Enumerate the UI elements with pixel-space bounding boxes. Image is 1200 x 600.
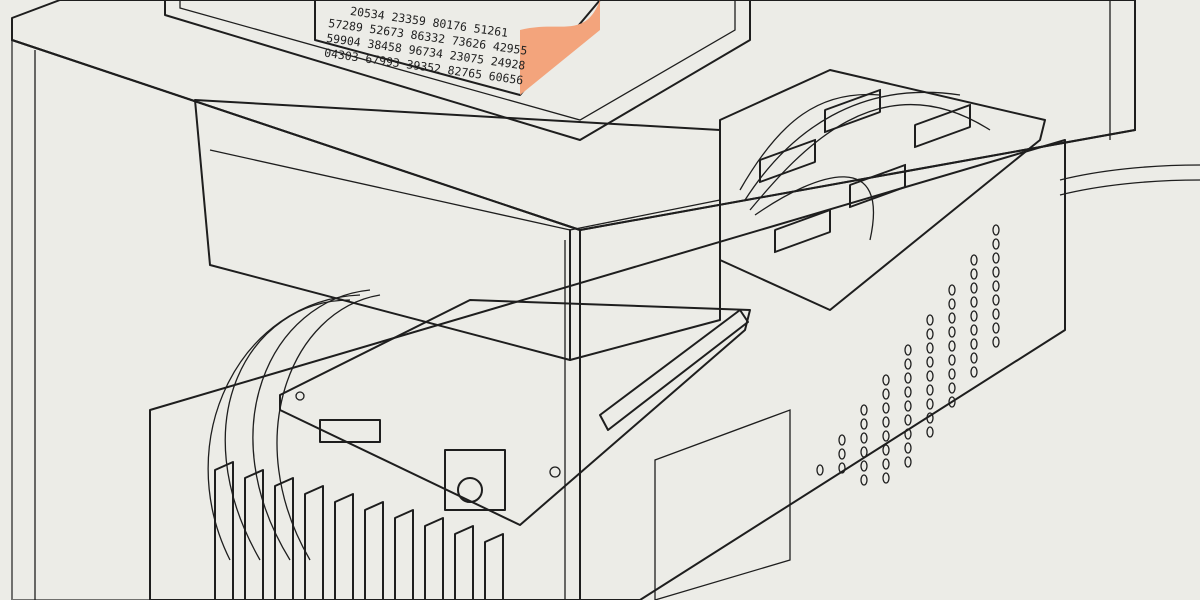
vent-hole [860, 432, 868, 444]
vent-hole [948, 396, 956, 408]
vent-hole [970, 268, 978, 280]
vent-hole [904, 400, 912, 412]
vent-hole [904, 344, 912, 356]
vent-hole [992, 224, 1000, 236]
vent-hole [926, 384, 934, 396]
perfboard [719, 69, 1046, 311]
vent-hole [992, 280, 1000, 292]
ic-chip [914, 103, 971, 149]
vent-hole [992, 294, 1000, 306]
vent-hole [948, 284, 956, 296]
vent-hole [816, 464, 824, 476]
vent-hole [904, 386, 912, 398]
vent-hole [860, 446, 868, 458]
vent-hole [904, 456, 912, 468]
heatsink [214, 461, 504, 600]
vent-hole [992, 238, 1000, 250]
vent-hole [860, 404, 868, 416]
vent-holes [816, 224, 1000, 486]
sd-slot [319, 419, 381, 443]
ic-chip [774, 208, 831, 254]
vent-hole [948, 298, 956, 310]
vent-hole [926, 370, 934, 382]
receipt-text: 20534 23359 80176 51261 57289 52673 8633… [323, 4, 528, 88]
vent-hole [970, 366, 978, 378]
vent-hole [904, 358, 912, 370]
vent-hole [882, 472, 890, 484]
vent-hole [882, 374, 890, 386]
enclosure [11, 0, 1136, 600]
vent-hole [948, 326, 956, 338]
vent-hole [926, 412, 934, 424]
vent-hole [948, 354, 956, 366]
heatsink-fin [424, 517, 444, 600]
vent-hole [970, 254, 978, 266]
vent-hole [882, 444, 890, 456]
vent-hole [882, 416, 890, 428]
vent-hole [904, 442, 912, 454]
chassis [149, 139, 1200, 600]
heatsink-fin [484, 533, 504, 600]
vent-hole [926, 314, 934, 326]
ic-chip [849, 163, 906, 209]
vent-hole [992, 266, 1000, 278]
microcontroller-board [279, 299, 751, 526]
vent-hole [948, 382, 956, 394]
vent-hole [926, 398, 934, 410]
vent-hole [948, 312, 956, 324]
vent-hole [926, 426, 934, 438]
heatsink-fin [244, 469, 264, 600]
vent-hole [970, 296, 978, 308]
vent-hole [882, 458, 890, 470]
vent-hole [904, 428, 912, 440]
heatsink-fin [394, 509, 414, 600]
vent-hole [970, 282, 978, 294]
heatsink-fin [364, 501, 384, 600]
vent-hole [992, 336, 1000, 348]
heatsink-fin [454, 525, 474, 600]
vent-hole [970, 310, 978, 322]
vent-hole [904, 372, 912, 384]
vent-hole [948, 368, 956, 380]
vent-hole [860, 418, 868, 430]
vent-hole [970, 352, 978, 364]
vent-hole [992, 322, 1000, 334]
heatsink-fin [304, 485, 324, 600]
heatsink-fin [334, 493, 354, 600]
vent-hole [970, 338, 978, 350]
vent-hole [838, 434, 846, 446]
vent-hole [926, 342, 934, 354]
vent-hole [992, 252, 1000, 264]
heatsink-fin [274, 477, 294, 600]
vent-hole [904, 414, 912, 426]
vent-hole [926, 328, 934, 340]
vent-hole [926, 356, 934, 368]
wires [207, 91, 991, 561]
vent-hole [948, 340, 956, 352]
vent-hole [838, 462, 846, 474]
ic-chip [759, 138, 816, 184]
vent-hole [970, 324, 978, 336]
vent-hole [838, 448, 846, 460]
vent-hole [882, 430, 890, 442]
vent-hole [882, 402, 890, 414]
vent-hole [860, 474, 868, 486]
vent-hole [992, 308, 1000, 320]
ic-chip [824, 88, 881, 134]
vent-hole [860, 460, 868, 472]
vent-hole [882, 388, 890, 400]
power-jack [444, 449, 506, 511]
